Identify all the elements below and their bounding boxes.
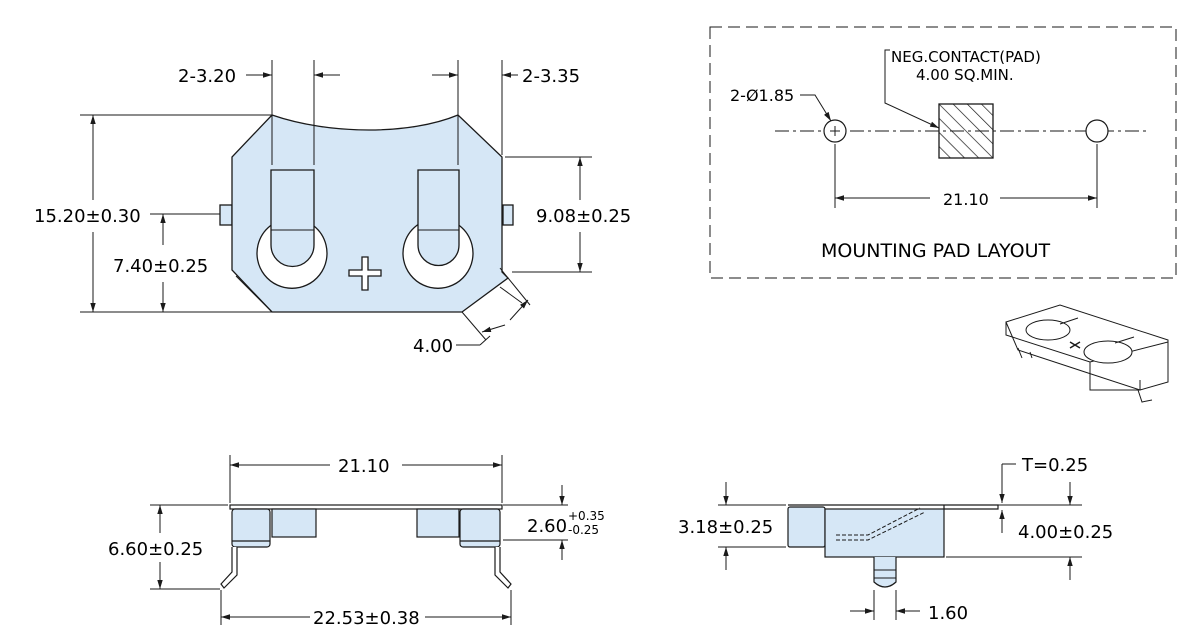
neg-contact-label: NEG.CONTACT(PAD) [891,48,1041,66]
dim-height-right: 9.08±0.25 [536,206,631,227]
dim-chamfer: 4.00 [413,336,453,357]
dim-side-height-left: 3.18±0.25 [678,517,773,538]
dim-front-height: 6.60±0.25 [108,539,203,560]
front-view-dimensions [150,455,568,625]
top-view [219,114,514,313]
front-top-plate [229,504,503,510]
dim-height-mid: 7.40±0.25 [113,256,208,277]
top-view-labels: 2-3.20 2-3.35 15.20±0.30 7.40±0.25 9.08±… [34,66,631,357]
top-view-dimensions [80,60,592,346]
pad-spacing: 21.10 [943,190,989,209]
right-tab [502,204,514,226]
dim-side-height-right: 4.00±0.25 [1018,522,1113,543]
dim-pin-width: 1.60 [928,603,968,624]
dim-inner-height: 2.60 [527,516,567,537]
dim-thickness: T=0.25 [1021,455,1088,476]
side-view-labels: T=0.25 3.18±0.25 4.00±0.25 1.60 [678,455,1113,624]
hole-dim: 2-Ø1.85 [730,86,794,105]
dim-width-bottom: 22.53±0.38 [313,608,420,629]
dim-slot-right: 2-3.35 [522,66,580,87]
side-main-block [824,508,945,558]
front-view-labels: 21.10 22.53±0.38 6.60±0.25 2.60 +0.35 -0… [108,456,605,629]
dim-inner-tol-plus: +0.35 [568,509,605,523]
side-pin [873,557,897,588]
front-view [220,504,512,589]
left-tab [219,204,233,226]
side-left-block [787,506,826,548]
dim-height-total: 15.20±0.30 [34,206,141,227]
isometric-view [1005,304,1169,403]
neg-contact-pad [938,103,994,159]
dim-width-top: 21.10 [338,456,390,477]
pad-layout-title: MOUNTING PAD LAYOUT [821,240,1051,262]
neg-contact-size: 4.00 SQ.MIN. [916,66,1014,84]
side-view [787,504,999,588]
pad-layout-labels: NEG.CONTACT(PAD) 4.00 SQ.MIN. 2-Ø1.85 21… [730,48,1051,262]
plus-mark [348,256,382,291]
dim-slot-left: 2-3.20 [178,66,236,87]
pad-layout [709,26,1177,279]
side-view-dimensions [718,463,1082,620]
dim-inner-tol-minus: -0.25 [568,523,599,537]
hole-right [1085,119,1109,143]
